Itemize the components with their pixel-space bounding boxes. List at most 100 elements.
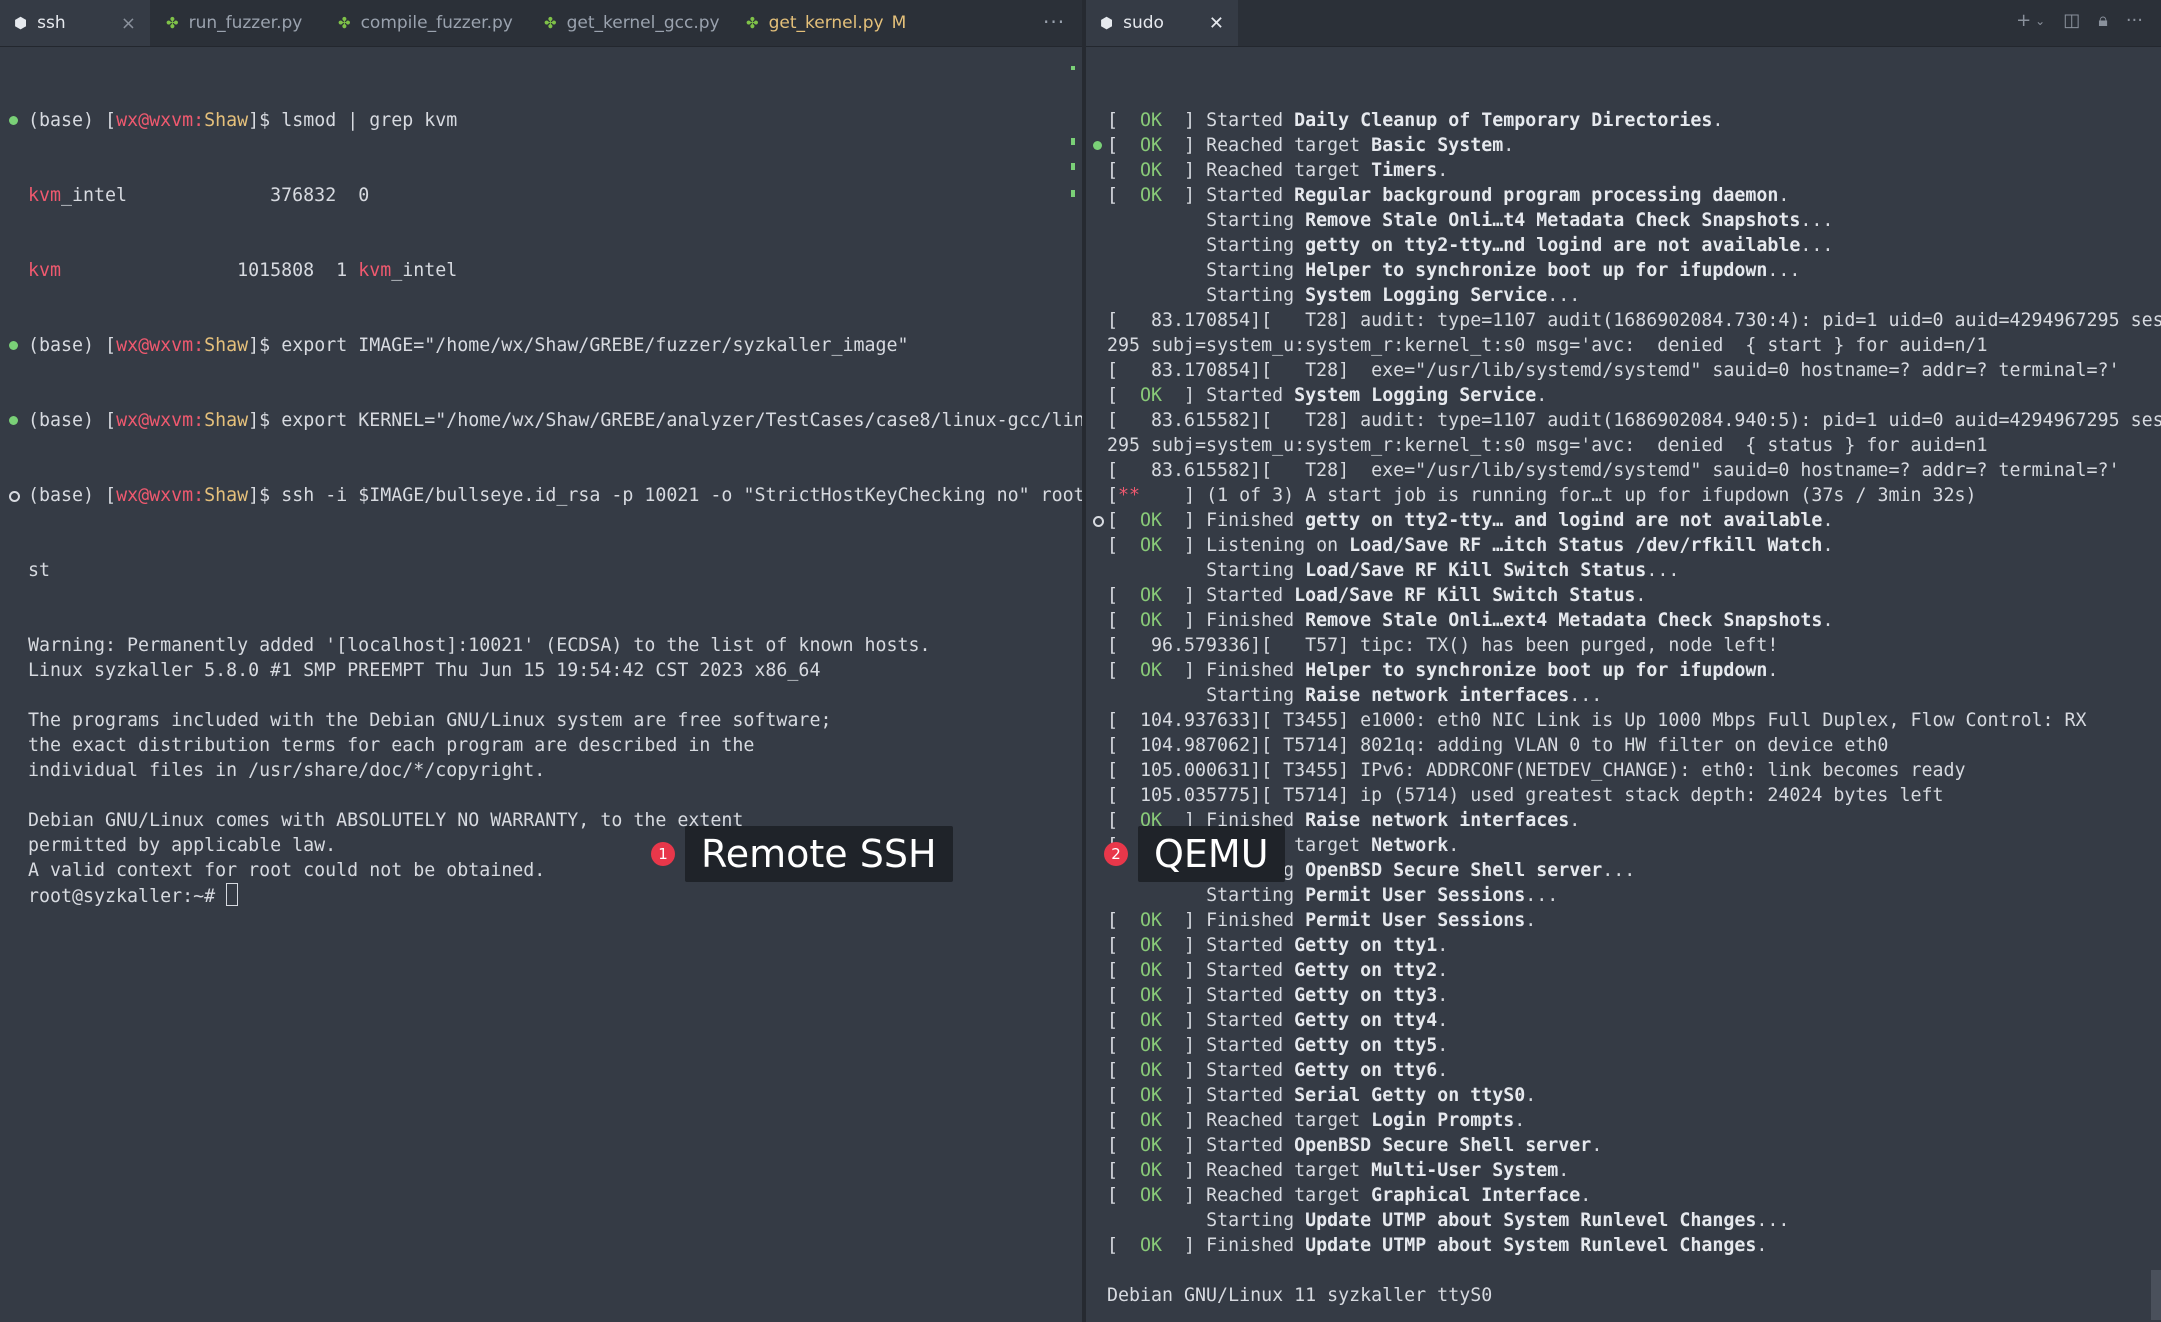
console-line: [ OK ] Started Load/Save RF Kill Switch … <box>1107 585 1647 606</box>
console-line: [ 83.615582][ T28] audit: type=1107 audi… <box>1107 410 2161 431</box>
console-line: [ OK ] Finished Permit User Sessions. <box>1107 910 1537 931</box>
ok-status: OK <box>1140 1185 1163 1206</box>
left-terminal-pane: ⬢ ssh × ✤ run_fuzzer.py ✤ compile_fuzzer… <box>0 0 1082 1322</box>
console-line: [ 105.000631][ T3455] IPv6: ADDRCONF(NET… <box>1107 760 1966 781</box>
tab-label: get_kernel.py <box>768 13 884 33</box>
terminal-icon: ⬢ <box>1100 14 1114 32</box>
python-icon: ✤ <box>166 14 179 32</box>
scroll-marker <box>1071 190 1075 197</box>
tab-get-kernel[interactable]: ✤ get_kernel.py M <box>732 0 920 46</box>
right-tab-bar: ⬢ sudo ✕ + ⌄ ◫ 🔒︎ ··· <box>1086 0 2161 47</box>
shell-prompt: root@syzkaller:~# <box>28 886 227 907</box>
tab-run-fuzzer[interactable]: ✤ run_fuzzer.py <box>152 0 316 46</box>
tab-compile-fuzzer[interactable]: ✤ compile_fuzzer.py <box>324 0 527 46</box>
close-icon[interactable]: ✕ <box>1208 12 1224 34</box>
console-line: [ OK ] Started Getty on tty3. <box>1107 985 1449 1006</box>
console-line: [ OK ] Finished Remove Stale Onli…ext4 M… <box>1107 610 1834 631</box>
ok-status: OK <box>1140 185 1163 206</box>
ok-status: OK <box>1140 535 1163 556</box>
terminal-line <box>28 783 1082 808</box>
ssh-terminal-output[interactable]: (base) [wx@wxvm:Shaw]$ lsmod | grep kvm … <box>0 58 1082 1322</box>
annotation-label: QEMU <box>1138 826 1285 882</box>
console-line: [ 96.579336][ T57] tipc: TX() has been p… <box>1107 635 1779 656</box>
plus-icon[interactable]: + <box>2016 10 2032 31</box>
console-line: 295 subj=system_u:system_r:kernel_t:s0 m… <box>1107 335 1988 356</box>
console-line: [ 83.170854][ T28] exe="/usr/lib/systemd… <box>1107 360 2120 381</box>
terminal-line: kvm_intel 376832 0 <box>28 185 370 206</box>
console-line <box>1107 1308 2161 1322</box>
split-editor-icon[interactable]: ◫ <box>2063 10 2081 31</box>
console-line: [ 83.615582][ T28] exe="/usr/lib/systemd… <box>1107 460 2120 481</box>
console-line: [ 104.987062][ T5714] 8021q: adding VLAN… <box>1107 735 1889 756</box>
ok-status: OK <box>1140 810 1163 831</box>
ok-status: OK <box>1140 585 1163 606</box>
tab-label: sudo <box>1123 13 1164 33</box>
tab-sudo[interactable]: ⬢ sudo ✕ <box>1086 0 1238 46</box>
console-line: Starting Permit User Sessions... <box>1206 885 1559 906</box>
console-line: [ OK ] Started Getty on tty5. <box>1107 1035 1449 1056</box>
terminal-line: st <box>28 560 51 581</box>
scrollbar-thumb[interactable] <box>2151 1270 2161 1320</box>
console-line: [ OK ] Started Getty on tty2. <box>1107 960 1449 981</box>
ok-status: OK <box>1140 1110 1163 1131</box>
console-line: [ OK ] Started Daily Cleanup of Temporar… <box>1107 110 1724 131</box>
console-line: [ OK ] Reached target Login Prompts. <box>1107 1110 1526 1131</box>
pane-divider[interactable] <box>1082 0 1086 1322</box>
console-line: Starting Update UTMP about System Runlev… <box>1206 1210 1790 1231</box>
python-icon: ✤ <box>544 14 557 32</box>
terminal-line: (base) [wx@wxvm:Shaw]$ lsmod | grep kvm <box>9 108 1082 133</box>
console-line: Starting getty on tty2-tty…nd logind are… <box>1206 235 1834 256</box>
ok-status: OK <box>1140 1035 1163 1056</box>
terminal-line: the exact distribution terms for each pr… <box>28 735 755 756</box>
command-status-icon <box>9 116 18 125</box>
tab-label: run_fuzzer.py <box>188 13 303 33</box>
console-line: [ OK ] Started OpenBSD Secure Shell serv… <box>1107 1135 1603 1156</box>
left-tab-bar: ⬢ ssh × ✤ run_fuzzer.py ✤ compile_fuzzer… <box>0 0 1082 47</box>
console-line: [ OK ] Reached target Multi-User System. <box>1107 1160 1570 1181</box>
console-line: Starting Load/Save RF Kill Switch Status… <box>1206 560 1680 581</box>
console-line: [ OK ] Finished getty on tty2-tty… and l… <box>1093 508 2161 533</box>
qemu-console-output[interactable]: [ OK ] Started Daily Cleanup of Temporar… <box>1086 58 2161 1322</box>
terminal-line: permitted by applicable law. <box>28 835 337 856</box>
scroll-marker <box>1071 163 1075 170</box>
modified-indicator: M <box>891 13 907 33</box>
terminal-line: kvm 1015808 1 kvm_intel <box>28 260 458 281</box>
more-icon[interactable]: ··· <box>2125 10 2143 31</box>
ok-status: OK <box>1140 1135 1163 1156</box>
console-line: [ OK ] Started Serial Getty on ttyS0. <box>1107 1085 1537 1106</box>
console-line <box>1107 1258 2161 1283</box>
console-line: Debian GNU/Linux 11 syzkaller ttyS0 <box>1107 1285 1493 1306</box>
terminal-icon: ⬢ <box>14 14 28 32</box>
annotation-number: 1 <box>651 842 675 866</box>
console-line: [ OK ] Started Getty on tty4. <box>1107 1010 1449 1031</box>
terminal-line: individual files in /usr/share/doc/*/cop… <box>28 760 546 781</box>
console-line: [** ] (1 of 3) A start job is running fo… <box>1107 485 1977 506</box>
terminal-line: (base) [wx@wxvm:Shaw]$ export KERNEL="/h… <box>9 408 1082 433</box>
terminal-line: Warning: Permanently added '[localhost]:… <box>28 635 931 656</box>
console-line: [ OK ] Reached target Graphical Interfac… <box>1107 1185 1592 1206</box>
lock-icon[interactable]: 🔒︎ <box>2098 10 2108 31</box>
ok-status: OK <box>1140 985 1163 1006</box>
chevron-down-icon[interactable]: ⌄ <box>2035 14 2046 28</box>
command-status-icon <box>9 341 18 350</box>
command-status-icon <box>9 416 18 425</box>
ok-status: OK <box>1140 1235 1163 1256</box>
close-icon[interactable]: × <box>120 12 136 34</box>
tab-label: get_kernel_gcc.py <box>566 13 720 33</box>
terminal-line: The programs included with the Debian GN… <box>28 710 832 731</box>
more-icon[interactable]: ··· <box>1043 10 1066 34</box>
scroll-marker <box>1071 66 1075 70</box>
ok-status: OK <box>1140 910 1163 931</box>
tab-get-kernel-gcc[interactable]: ✤ get_kernel_gcc.py <box>530 0 734 46</box>
terminal-line: root@syzkaller:~# <box>28 883 1082 908</box>
tab-label: compile_fuzzer.py <box>360 13 513 33</box>
editor-actions: + ⌄ ◫ 🔒︎ ··· <box>2016 10 2143 31</box>
right-terminal-pane: ⬢ sudo ✕ + ⌄ ◫ 🔒︎ ··· [ OK ] Started Dai… <box>1086 0 2161 1322</box>
console-line: Starting System Logging Service... <box>1206 285 1581 306</box>
console-line: [ OK ] Reached target Timers. <box>1107 160 1449 181</box>
console-line: [ OK ] Listening on Load/Save RF …itch S… <box>1107 535 1834 556</box>
ok-status: OK <box>1140 385 1163 406</box>
tab-ssh[interactable]: ⬢ ssh × <box>0 0 150 46</box>
ok-status: OK <box>1140 1160 1163 1181</box>
terminal-line: Linux syzkaller 5.8.0 #1 SMP PREEMPT Thu… <box>28 660 821 681</box>
